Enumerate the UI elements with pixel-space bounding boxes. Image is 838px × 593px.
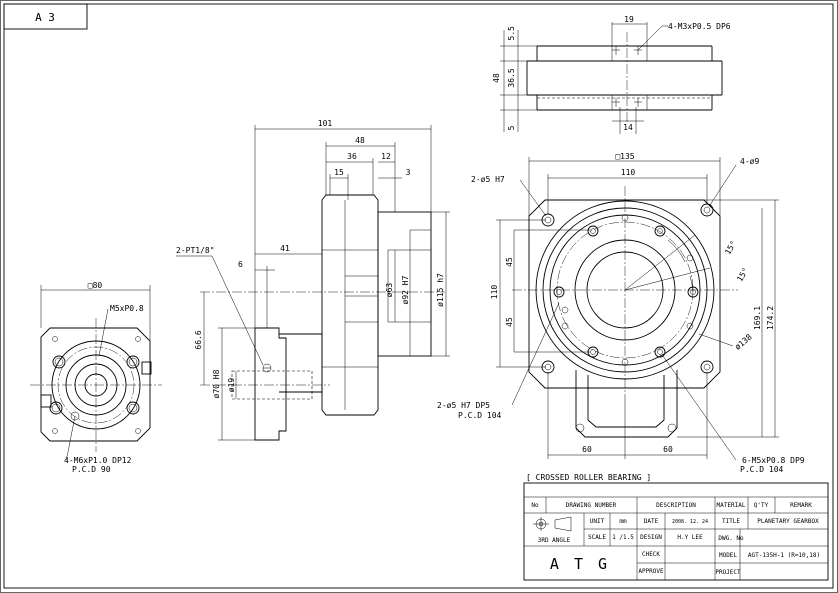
side-dia-63: ø63 [385, 283, 394, 298]
front-pin-bottom-pcd: P.C.D 104 [458, 411, 502, 420]
side-dim-101: 101 [318, 119, 333, 128]
company-logo: A T G [550, 555, 610, 573]
dim-top-48: 48 [492, 73, 501, 83]
front-pin-bottom: 2-ø5 H7 DP5 [437, 401, 490, 410]
header-drawing-number: DRAWING NUMBER [566, 502, 617, 509]
unit-value: mm [619, 518, 627, 525]
header-description: DESCRIPTION [656, 502, 696, 509]
front-dim-174: 174.2 [766, 306, 775, 330]
model-value: AGT-135H-1 (R=10,18) [748, 552, 820, 559]
side-dim-48: 48 [355, 136, 365, 145]
side-pt-note: 2-PT1/8" [176, 246, 215, 255]
title-value: PLANETARY GEARBOX [757, 518, 819, 525]
dim-top-19: 19 [624, 15, 634, 24]
header-remark: REMARK [790, 502, 812, 509]
dim-top-5: 5 [507, 125, 516, 130]
dwg-label: DWG. No [718, 535, 744, 542]
left-square-dim: □80 [88, 281, 103, 290]
side-dim-36: 36 [347, 152, 357, 161]
front-dim-45b: 45 [505, 317, 514, 327]
front-dim-45a: 45 [505, 257, 514, 267]
header-material: MATERIAL [717, 502, 746, 509]
drawing-border [3, 3, 834, 589]
side-dim-12: 12 [381, 152, 391, 161]
projection-label: 3RD ANGLE [538, 537, 571, 544]
front-dim-110v: 110 [490, 285, 499, 300]
front-square-dim: □135 [615, 152, 634, 161]
unit-label: UNIT [590, 518, 605, 525]
design-value: H.Y LEE [677, 534, 703, 541]
left-thread-top: M5xP0.8 [110, 304, 144, 313]
title-block: [ CROSSED ROLLER BEARING ] No DRAWING NU… [523, 473, 829, 581]
dim-top-5-5: 5.5 [507, 26, 516, 41]
left-thread-bottom: 4-M6xP1.0 DP12 [64, 456, 132, 465]
top-thread-note: 4-M3xP0.5 DP6 [668, 22, 731, 31]
top-view: 5.5 48 36.5 5 19 14 4-M3xP0.5 DP6 [492, 15, 731, 134]
side-dim-41: 41 [280, 244, 290, 253]
scale-label: SCALE [588, 534, 606, 541]
front-pin-top: 2-ø5 H7 [471, 175, 505, 184]
header-no: No [531, 502, 539, 509]
dim-top-14: 14 [623, 123, 633, 132]
front-thread-pcd: P.C.D 104 [740, 465, 784, 474]
design-label: DESIGN [640, 534, 662, 541]
dim-top-36-5: 36.5 [507, 68, 516, 87]
header-qty: Q'TY [754, 502, 769, 509]
side-dim-3: 3 [406, 168, 411, 177]
side-dia-70: ø70 H8 [212, 369, 221, 398]
front-view: □135 110 2-ø5 H7 4-ø9 15° 15° 110 45 45 … [437, 152, 805, 474]
model-label: MODEL [719, 552, 737, 559]
front-dim-60a: 60 [582, 445, 592, 454]
sheet-size-box [3, 3, 88, 30]
side-dim-6: 6 [238, 260, 243, 269]
side-view: 101 48 36 12 15 3 41 6 66.6 ø70 H8 ø19 2… [176, 119, 450, 441]
front-thread-note: 6-M5xP0.8 DP9 [742, 456, 805, 465]
front-holes: 4-ø9 [740, 157, 759, 166]
front-dim-169: 169.1 [753, 306, 762, 330]
side-dia-19: ø19 [227, 378, 236, 393]
front-dim-60b: 60 [663, 445, 673, 454]
scale-value: 1 /1.5 [612, 534, 634, 541]
date-value: 2008. 12. 24 [672, 519, 708, 525]
date-label: DATE [644, 518, 659, 525]
front-dim-110: 110 [621, 168, 636, 177]
check-label: CHECK [642, 551, 660, 558]
title-block-caption: [ CROSSED ROLLER BEARING ] [526, 473, 651, 482]
sheet-size-label: A 3 [35, 11, 55, 24]
approve-label: APPROVE [638, 568, 664, 575]
project-label: PROJECT [715, 569, 741, 576]
side-dim-66-6: 66.6 [194, 330, 203, 349]
side-dia-115: ø115 h7 [436, 273, 445, 307]
side-dim-15: 15 [334, 168, 344, 177]
left-pcd: P.C.D 90 [72, 465, 111, 474]
left-view: □80 M5xP0.8 4-M6xP1.0 DP12 P.C.D 90 [30, 281, 162, 474]
title-label: TITLE [722, 518, 740, 525]
projection-symbol [533, 516, 572, 532]
side-dia-92: ø92 H7 [401, 275, 410, 304]
